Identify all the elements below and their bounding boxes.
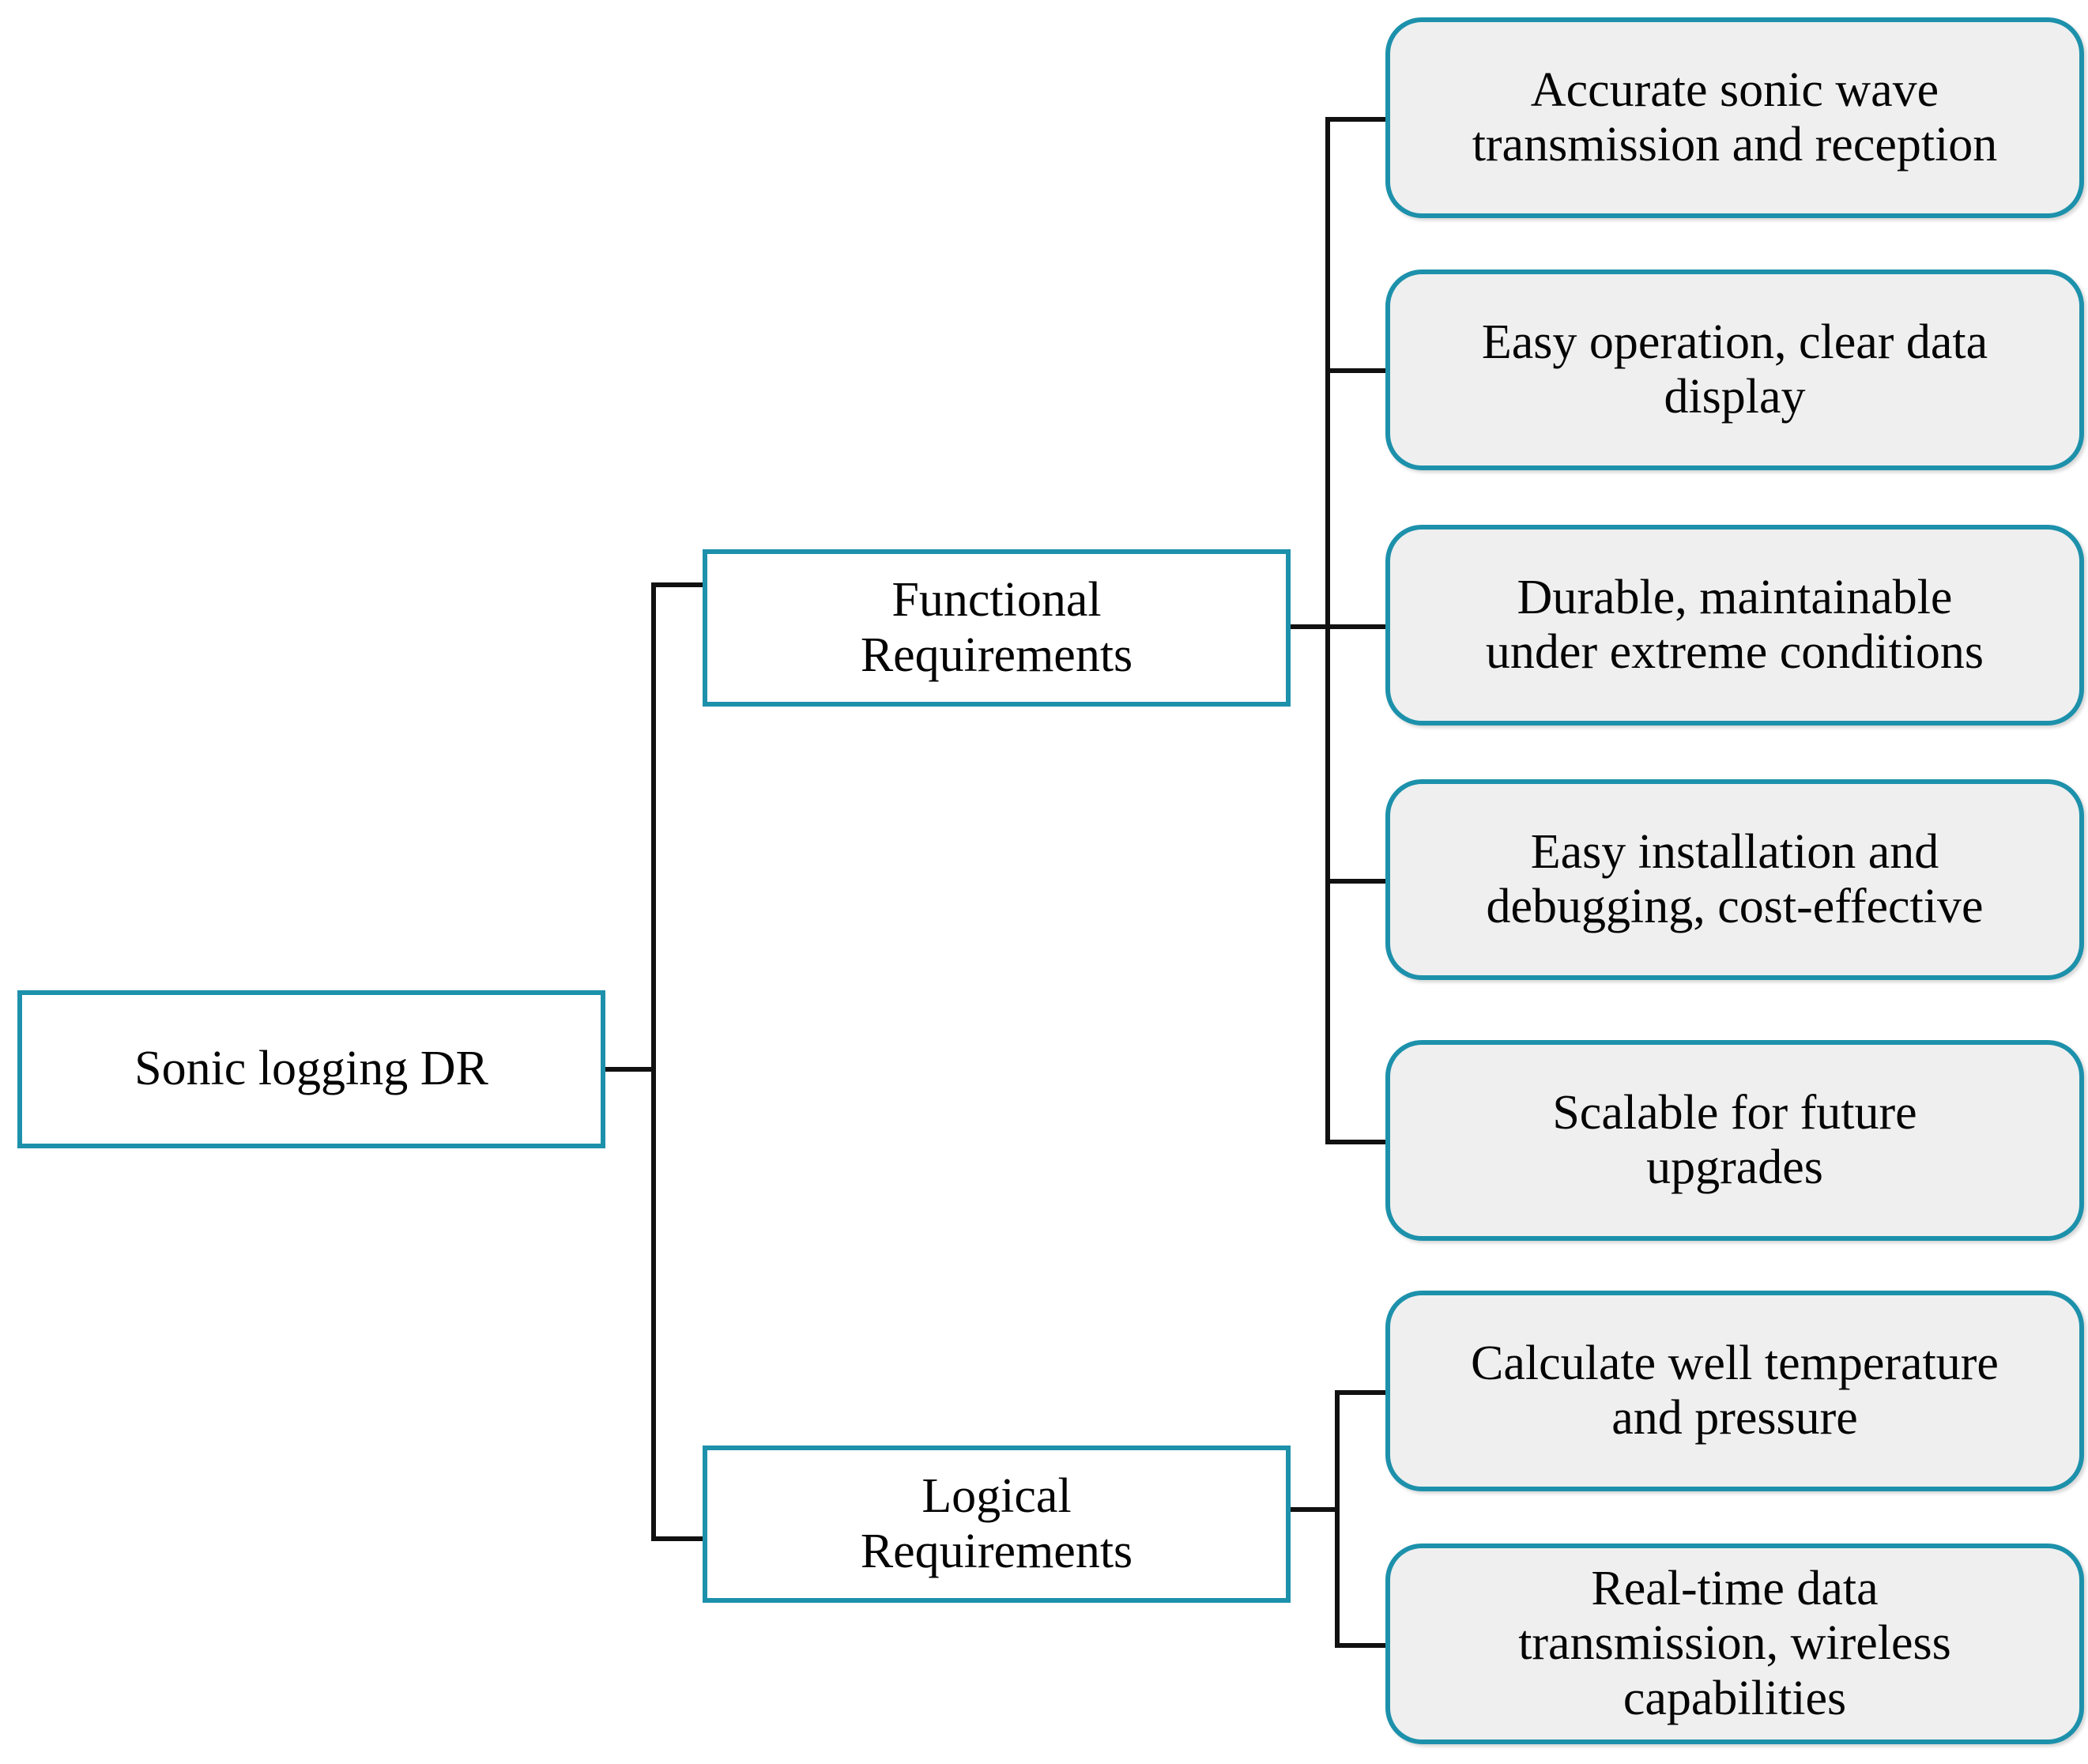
connector-functional-to-subspine — [1287, 624, 1330, 629]
connector-spine-to-functional — [651, 582, 705, 587]
node-leaf-accurate-sonic-wave[interactable]: Accurate sonic wave transmission and rec… — [1385, 17, 2084, 218]
connector-functional-leaf-1 — [1325, 117, 1390, 122]
connector-logical-to-subspine — [1287, 1507, 1340, 1512]
node-root-label: Sonic logging DR — [134, 1042, 488, 1096]
node-leaf-durable-maintainable[interactable]: Durable, maintainable under extreme cond… — [1385, 525, 2084, 726]
node-leaf-real-time-data-transmission-label: Real-time data transmission, wireless ca… — [1518, 1561, 1951, 1725]
node-leaf-easy-installation[interactable]: Easy installation and debugging, cost-ef… — [1385, 779, 2084, 980]
node-leaf-calculate-well-temperature-label: Calculate well temperature and pressure — [1471, 1336, 1999, 1445]
node-leaf-real-time-data-transmission[interactable]: Real-time data transmission, wireless ca… — [1385, 1544, 2084, 1744]
connector-root-to-spine — [602, 1067, 656, 1072]
node-leaf-durable-maintainable-label: Durable, maintainable under extreme cond… — [1485, 570, 1984, 679]
connector-functional-leaf-4 — [1325, 879, 1390, 884]
node-functional-requirements[interactable]: Functional Requirements — [703, 549, 1291, 707]
connector-logical-subspine — [1335, 1390, 1340, 1648]
node-leaf-easy-installation-label: Easy installation and debugging, cost-ef… — [1486, 824, 1984, 933]
node-logical-requirements[interactable]: Logical Requirements — [703, 1446, 1291, 1603]
connector-main-spine — [651, 582, 656, 1541]
node-leaf-easy-operation[interactable]: Easy operation, clear data display — [1385, 270, 2084, 470]
node-functional-requirements-label: Functional Requirements — [860, 573, 1133, 682]
node-leaf-scalable-upgrades-label: Scalable for future upgrades — [1552, 1085, 1917, 1194]
connector-functional-leaf-3 — [1325, 624, 1390, 629]
node-root-sonic-logging-dr[interactable]: Sonic logging DR — [17, 990, 605, 1148]
connector-spine-to-logical — [651, 1536, 705, 1541]
connector-functional-leaf-2 — [1325, 368, 1390, 373]
connector-logical-leaf-1 — [1335, 1390, 1390, 1395]
connector-functional-subspine — [1325, 117, 1330, 1144]
node-logical-requirements-label: Logical Requirements — [860, 1469, 1133, 1578]
connector-functional-leaf-5 — [1325, 1140, 1390, 1144]
node-leaf-accurate-sonic-wave-label: Accurate sonic wave transmission and rec… — [1472, 62, 1998, 172]
node-leaf-scalable-upgrades[interactable]: Scalable for future upgrades — [1385, 1040, 2084, 1241]
node-leaf-calculate-well-temperature[interactable]: Calculate well temperature and pressure — [1385, 1291, 2084, 1491]
node-leaf-easy-operation-label: Easy operation, clear data display — [1481, 315, 1988, 424]
connector-logical-leaf-2 — [1335, 1643, 1390, 1648]
